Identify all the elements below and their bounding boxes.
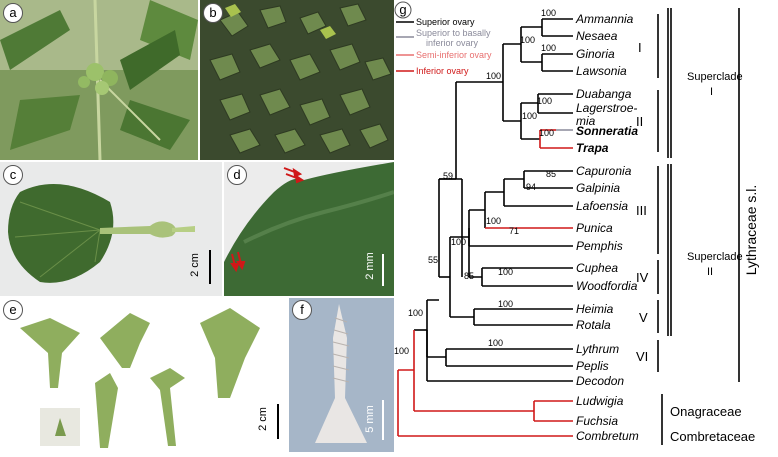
panel-a-image bbox=[0, 0, 198, 160]
taxon-ginoria: Ginoria bbox=[576, 47, 615, 61]
support-sonn-trapa: 100 bbox=[539, 128, 554, 138]
panel-c-photo: c 2 cm bbox=[0, 162, 222, 296]
clade-V: V bbox=[639, 310, 648, 325]
taxon-lafoensia: Lafoensia bbox=[576, 199, 628, 213]
taxon-rotala: Rotala bbox=[576, 318, 611, 332]
panel-c-scalebar bbox=[209, 250, 211, 284]
legend-inferior: Inferior ovary bbox=[416, 66, 469, 76]
taxon-duabanga: Duabanga bbox=[576, 87, 632, 101]
taxon-cuphea: Cuphea bbox=[576, 261, 618, 275]
panel-d-label: d bbox=[227, 165, 247, 185]
support-clade-II: 100 bbox=[522, 111, 537, 121]
taxon-lagerstroemia-2: mia bbox=[576, 114, 596, 128]
clade-brackets bbox=[657, 8, 740, 445]
support-clade-I: 100 bbox=[520, 35, 535, 45]
taxon-sonneratia: Sonneratia bbox=[576, 124, 638, 138]
support-punica: 71 bbox=[509, 226, 519, 236]
clade-III: III bbox=[636, 203, 647, 218]
panel-e-scalebar bbox=[277, 404, 279, 439]
superclade-I-line1: Superclade bbox=[687, 71, 743, 83]
panel-b-label: b bbox=[203, 3, 223, 23]
support-heimia-rotala: 100 bbox=[498, 299, 513, 309]
panel-e-image bbox=[0, 298, 287, 452]
taxon-ludwigia: Ludwigia bbox=[576, 394, 624, 408]
panel-g-label-circle bbox=[394, 1, 412, 19]
support-values: 100 100 100 100 100 100 100 85 94 71 100… bbox=[394, 8, 556, 356]
taxon-punica: Punica bbox=[576, 221, 613, 235]
panel-c-image bbox=[0, 162, 222, 296]
support-cuphea: 100 bbox=[498, 267, 513, 277]
taxon-lawsonia: Lawsonia bbox=[576, 64, 627, 78]
combretaceae-label: Combretaceae bbox=[670, 429, 755, 444]
legend-semi: Semi-inferior ovary bbox=[416, 50, 492, 60]
support-decodon: 100 bbox=[408, 308, 423, 318]
legend-superior: Superior ovary bbox=[416, 17, 475, 27]
taxa-labels: Ammannia Nesaea Ginoria Lawsonia Duabang… bbox=[575, 12, 639, 443]
taxon-galpinia: Galpinia bbox=[576, 181, 620, 195]
support-ammannia-nesaea: 100 bbox=[541, 8, 556, 18]
support-III-IV: 100 bbox=[451, 237, 466, 247]
superclade-II-line2: II bbox=[707, 266, 713, 278]
panel-c-scale-text: 2 cm bbox=[188, 253, 201, 277]
taxon-combretum: Combretum bbox=[576, 429, 639, 443]
support-superclade-II: 59 bbox=[443, 171, 453, 181]
taxon-ammannia: Ammannia bbox=[575, 12, 634, 26]
legend-basally-1: Superior to basally bbox=[416, 28, 491, 38]
panel-d-photo: d 2 mm bbox=[224, 162, 394, 296]
panel-f-label: f bbox=[292, 300, 312, 320]
support-duabanga-lager: 100 bbox=[537, 96, 552, 106]
support-lythrum-peplis: 100 bbox=[488, 338, 503, 348]
panel-e-scale-text: 2 cm bbox=[256, 407, 269, 431]
support-laf: 94 bbox=[526, 182, 536, 192]
support-pemphis: 100 bbox=[486, 216, 501, 226]
support-capu-galp: 85 bbox=[546, 169, 556, 179]
clade-IV: IV bbox=[636, 270, 649, 285]
panel-e-label: e bbox=[3, 300, 23, 320]
support-superclade-I: 100 bbox=[486, 71, 501, 81]
taxon-lagerstroemia-1: Lagerstroe- bbox=[576, 101, 637, 115]
clade-I: I bbox=[638, 40, 642, 55]
taxon-heimia: Heimia bbox=[576, 302, 614, 316]
taxon-nesaea: Nesaea bbox=[576, 29, 618, 43]
taxon-lythrum: Lythrum bbox=[576, 342, 619, 356]
tree-branches-black bbox=[414, 18, 573, 382]
support-onagraceae: 100 bbox=[394, 346, 409, 356]
lythraceae-label: Lythraceae s.l. bbox=[743, 185, 759, 276]
panel-b-image bbox=[200, 0, 394, 160]
panel-d-scale-text: 2 mm bbox=[363, 252, 376, 280]
legend-basally-2: inferior ovary bbox=[426, 38, 479, 48]
panel-f-image bbox=[289, 298, 394, 452]
panel-e-photo: e 2 cm bbox=[0, 298, 287, 452]
panel-d-scalebar bbox=[382, 254, 384, 286]
clade-labels: I II III IV V VI bbox=[636, 40, 649, 364]
panel-b-photo: b bbox=[200, 0, 394, 160]
panel-f-scale-text: 5 mm bbox=[363, 405, 376, 433]
taxon-decodon: Decodon bbox=[576, 374, 624, 388]
tree-branches-red bbox=[397, 129, 573, 437]
tree-svg: g Superior ovary Superior to basally inf… bbox=[394, 1, 759, 445]
panel-g-label: g bbox=[399, 2, 406, 17]
support-ginoria-lawsonia: 100 bbox=[541, 43, 556, 53]
panel-f-scalebar bbox=[382, 400, 384, 440]
panel-f-photo: f 5 mm bbox=[289, 298, 394, 452]
panel-d-image bbox=[224, 162, 394, 296]
panel-a-photo: a bbox=[0, 0, 198, 160]
taxon-trapa: Trapa bbox=[576, 141, 609, 155]
panel-c-label: c bbox=[3, 165, 23, 185]
panel-a-label: a bbox=[3, 3, 23, 23]
panel-g-tree: g Superior ovary Superior to basally inf… bbox=[394, 0, 778, 452]
clade-VI: VI bbox=[636, 349, 648, 364]
superclade-II-line1: Superclade bbox=[687, 251, 743, 263]
clade-II: II bbox=[636, 114, 643, 129]
taxon-peplis: Peplis bbox=[576, 359, 609, 373]
taxon-pemphis: Pemphis bbox=[576, 239, 623, 253]
superclade-labels: Superclade I Superclade II bbox=[687, 71, 743, 278]
onagraceae-label: Onagraceae bbox=[670, 404, 742, 419]
support-III-V: 85 bbox=[464, 271, 474, 281]
taxon-capuronia: Capuronia bbox=[576, 164, 632, 178]
support-VI: 55 bbox=[428, 255, 438, 265]
superclade-I-line2: I bbox=[710, 86, 713, 98]
taxon-fuchsia: Fuchsia bbox=[576, 414, 618, 428]
taxon-woodfordia: Woodfordia bbox=[576, 279, 638, 293]
